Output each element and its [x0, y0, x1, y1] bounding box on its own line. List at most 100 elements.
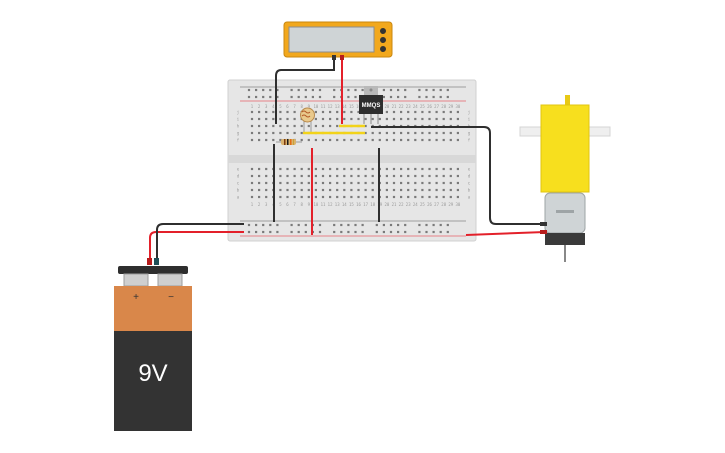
breadboard-hole[interactable]	[343, 181, 346, 185]
breadboard-hole[interactable]	[333, 95, 336, 99]
lcd-display-module[interactable]	[283, 21, 393, 58]
breadboard-hole[interactable]	[258, 195, 261, 199]
breadboard-hole[interactable]	[300, 195, 303, 199]
breadboard-hole[interactable]	[397, 230, 400, 234]
breadboard-hole[interactable]	[407, 188, 410, 192]
breadboard-hole[interactable]	[385, 117, 388, 121]
breadboard-hole[interactable]	[378, 131, 381, 135]
breadboard-hole[interactable]	[321, 138, 325, 142]
breadboard-hole[interactable]	[392, 138, 396, 142]
breadboard-hole[interactable]	[449, 138, 452, 142]
breadboard-hole[interactable]	[364, 167, 367, 171]
breadboard-hole[interactable]	[446, 95, 449, 99]
breadboard-hole[interactable]	[421, 195, 424, 199]
breadboard-hole[interactable]	[329, 138, 332, 142]
breadboard-hole[interactable]	[397, 95, 400, 99]
breadboard-hole[interactable]	[258, 131, 261, 135]
breadboard-hole[interactable]	[439, 88, 442, 92]
breadboard-hole[interactable]	[333, 88, 336, 92]
breadboard-hole[interactable]	[449, 174, 452, 178]
breadboard-hole[interactable]	[276, 230, 279, 234]
breadboard-hole[interactable]	[265, 124, 268, 128]
breadboard-hole[interactable]	[425, 230, 428, 234]
breadboard-hole[interactable]	[247, 95, 251, 99]
breadboard-hole[interactable]	[449, 131, 452, 135]
breadboard-hole[interactable]	[407, 131, 410, 135]
breadboard-hole[interactable]	[371, 181, 374, 185]
breadboard-hole[interactable]	[250, 181, 254, 185]
breadboard-hole[interactable]	[418, 88, 421, 92]
breadboard-hole[interactable]	[265, 174, 268, 178]
breadboard-hole[interactable]	[397, 88, 400, 92]
breadboard-hole[interactable]	[318, 88, 322, 92]
breadboard-hole[interactable]	[404, 230, 407, 234]
breadboard-hole[interactable]	[389, 230, 393, 234]
breadboard-hole[interactable]	[279, 138, 282, 142]
breadboard-hole[interactable]	[385, 195, 388, 199]
breadboard-hole[interactable]	[421, 181, 424, 185]
breadboard-hole[interactable]	[272, 110, 275, 114]
breadboard-hole[interactable]	[364, 117, 367, 121]
breadboard-hole[interactable]	[318, 223, 322, 227]
breadboard-hole[interactable]	[456, 195, 459, 199]
breadboard-hole[interactable]	[286, 188, 289, 192]
breadboard-hole[interactable]	[279, 188, 282, 192]
breadboard-hole[interactable]	[286, 167, 289, 171]
breadboard-hole[interactable]	[350, 195, 353, 199]
breadboard-hole[interactable]	[446, 223, 449, 227]
breadboard-hole[interactable]	[293, 131, 296, 135]
breadboard-hole[interactable]	[382, 230, 385, 234]
breadboard-hole[interactable]	[343, 188, 346, 192]
breadboard-hole[interactable]	[347, 88, 350, 92]
breadboard-hole[interactable]	[435, 110, 438, 114]
breadboard-hole[interactable]	[414, 110, 417, 114]
breadboard-hole[interactable]	[364, 124, 367, 128]
breadboard-hole[interactable]	[456, 131, 459, 135]
breadboard-hole[interactable]	[364, 131, 367, 135]
breadboard-hole[interactable]	[336, 124, 339, 128]
breadboard-hole[interactable]	[265, 195, 268, 199]
breadboard-hole[interactable]	[307, 195, 310, 199]
breadboard-hole[interactable]	[456, 188, 459, 192]
breadboard-hole[interactable]	[418, 95, 421, 99]
breadboard-hole[interactable]	[400, 174, 403, 178]
breadboard-hole[interactable]	[357, 174, 360, 178]
breadboard-hole[interactable]	[258, 188, 261, 192]
breadboard-hole[interactable]	[286, 195, 289, 199]
breadboard-hole[interactable]	[269, 88, 272, 92]
breadboard-hole[interactable]	[428, 181, 431, 185]
breadboard-hole[interactable]	[343, 110, 346, 114]
breadboard-hole[interactable]	[428, 117, 431, 121]
breadboard-hole[interactable]	[446, 230, 449, 234]
breadboard-hole[interactable]	[439, 223, 442, 227]
mosfet-chip[interactable]: MMQS	[359, 86, 383, 124]
breadboard-hole[interactable]	[371, 174, 374, 178]
wire-black-motor[interactable]	[371, 126, 545, 225]
breadboard-hole[interactable]	[255, 223, 258, 227]
breadboard-hole[interactable]	[407, 167, 410, 171]
wire-red-battery[interactable]	[149, 231, 244, 262]
breadboard-hole[interactable]	[265, 188, 268, 192]
breadboard-hole[interactable]	[286, 110, 289, 114]
breadboard-hole[interactable]	[293, 117, 296, 121]
breadboard-hole[interactable]	[258, 167, 261, 171]
photoresistor[interactable]	[300, 107, 315, 132]
breadboard-hole[interactable]	[432, 88, 435, 92]
breadboard-hole[interactable]	[435, 181, 438, 185]
breadboard-hole[interactable]	[262, 95, 265, 99]
breadboard-hole[interactable]	[350, 174, 353, 178]
breadboard-hole[interactable]	[428, 195, 431, 199]
breadboard-hole[interactable]	[350, 167, 353, 171]
breadboard-hole[interactable]	[336, 167, 339, 171]
breadboard-hole[interactable]	[371, 117, 374, 121]
breadboard-hole[interactable]	[350, 181, 353, 185]
breadboard-hole[interactable]	[304, 223, 307, 227]
breadboard-hole[interactable]	[336, 174, 339, 178]
breadboard-hole[interactable]	[442, 188, 445, 192]
breadboard-hole[interactable]	[290, 88, 293, 92]
breadboard-hole[interactable]	[432, 95, 435, 99]
breadboard-hole[interactable]	[400, 110, 403, 114]
breadboard-hole[interactable]	[314, 188, 317, 192]
breadboard-hole[interactable]	[392, 181, 396, 185]
breadboard-hole[interactable]	[357, 138, 360, 142]
